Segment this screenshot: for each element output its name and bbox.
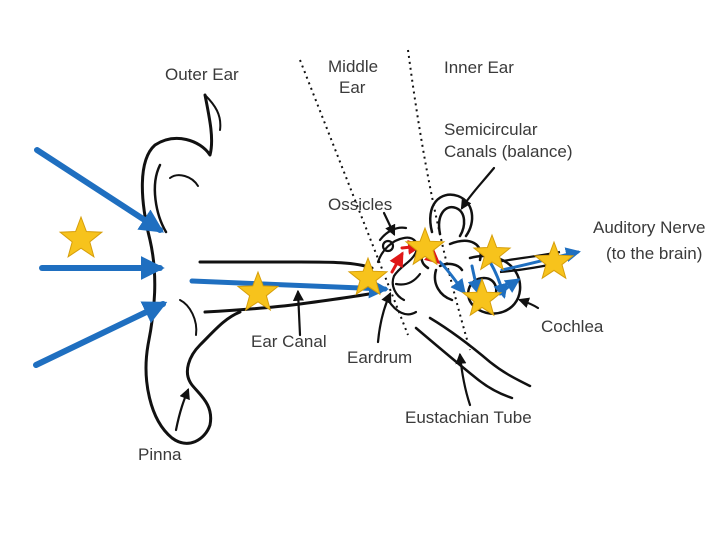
- label-cochlea: Cochlea: [541, 317, 604, 336]
- ear-canal-leader: [292, 289, 304, 337]
- ear-canal-outline: [198, 260, 382, 314]
- label-inner-ear: Inner Ear: [444, 58, 514, 77]
- middle-inner-divider: [407, 49, 471, 351]
- sound-arrows: [33, 147, 581, 368]
- label-outer-ear: Outer Ear: [165, 65, 239, 84]
- label-semicircular-line1: Semicircular: [444, 120, 538, 139]
- outer-middle-divider: [299, 59, 409, 336]
- label-ear-canal: Ear Canal: [251, 332, 327, 351]
- label-semicircular-line2: Canals (balance): [444, 142, 573, 161]
- star-icon: [461, 277, 503, 317]
- label-middle-ear-line1: Middle: [328, 57, 378, 76]
- star-icon: [404, 226, 446, 266]
- star-icon: [58, 215, 104, 258]
- label-eardrum: Eardrum: [347, 348, 412, 367]
- label-pinna: Pinna: [138, 445, 182, 464]
- sound-arrow-to-cochlea: [438, 260, 466, 295]
- star-icon: [533, 240, 575, 280]
- label-auditory-nerve-line2: (to the brain): [606, 244, 702, 263]
- ossicles-leader: [382, 211, 396, 236]
- ossicles-outline: [376, 226, 422, 316]
- stars: [58, 215, 575, 317]
- sound-arrow-canal: [189, 278, 389, 299]
- labels: Outer Ear Middle Ear Inner Ear Semicircu…: [138, 57, 705, 464]
- pinna-leader: [174, 387, 190, 432]
- cochlea-leader: [517, 297, 540, 310]
- semicircular-leader: [460, 166, 496, 210]
- eustachian-leader: [455, 352, 472, 407]
- star-icon: [236, 270, 280, 312]
- label-ossicles: Ossicles: [328, 195, 392, 214]
- label-middle-ear-line2: Ear: [339, 78, 366, 97]
- label-auditory-nerve-line1: Auditory Nerve: [593, 218, 705, 237]
- star-icon: [472, 233, 512, 271]
- region-divider-lines: [299, 49, 471, 351]
- star-icon: [347, 256, 389, 296]
- ossicle-arrow-1: [389, 251, 404, 274]
- label-eustachian-tube: Eustachian Tube: [405, 408, 532, 427]
- sound-arrow-lower: [33, 301, 168, 368]
- sound-arrow-upper: [34, 147, 165, 233]
- eustachian-tube-outline: [414, 316, 532, 400]
